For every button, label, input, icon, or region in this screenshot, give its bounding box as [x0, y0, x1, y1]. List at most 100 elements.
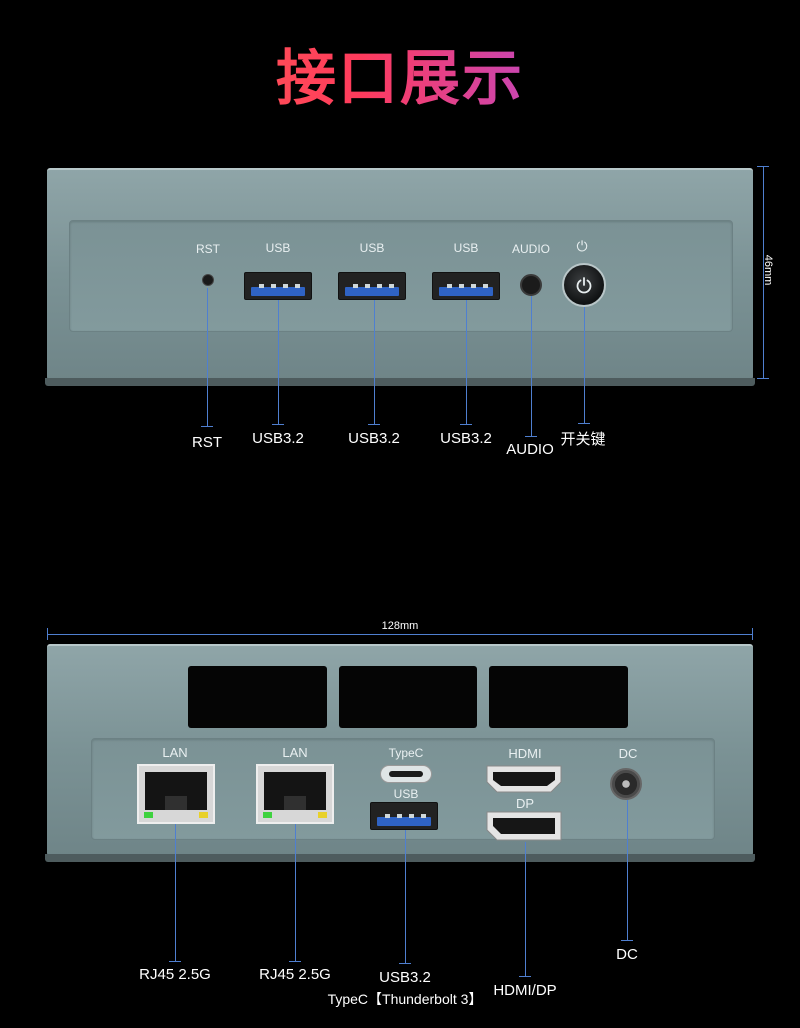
link-led-green — [144, 812, 153, 818]
callout-line-usb — [405, 830, 406, 963]
caption-usb: USB3.2 — [379, 969, 431, 986]
usb-port-1[interactable] — [244, 272, 312, 300]
rj45-clip — [284, 796, 306, 810]
typec-port[interactable] — [380, 765, 432, 783]
callout-tick-hdmi-dp — [519, 976, 531, 977]
displayport[interactable] — [485, 810, 563, 842]
usb-pin — [389, 284, 394, 288]
page-title: 接口展示 — [0, 30, 800, 117]
usb-label-2: USB — [359, 241, 385, 255]
callout-tick-usb — [399, 963, 411, 964]
callout-line-power — [584, 307, 585, 423]
usb-tongue — [345, 287, 399, 296]
usb-pin — [483, 284, 488, 288]
link-led-green — [263, 812, 272, 818]
callout-tick-usb1 — [272, 424, 284, 425]
usb-pin — [283, 284, 288, 288]
caption-rst: RST — [192, 434, 222, 451]
usb-pin — [447, 284, 452, 288]
device-base — [45, 854, 755, 862]
hdmi-port-icon — [486, 765, 562, 793]
vent-3 — [489, 666, 628, 728]
typec-slot — [389, 771, 423, 777]
vent-2 — [339, 666, 477, 728]
audio-jack[interactable] — [520, 274, 542, 296]
caption-usb1: USB3.2 — [252, 430, 304, 447]
caption-typec: TypeC【Thunderbolt 3】 — [327, 991, 483, 1007]
typec-label: TypeC — [388, 746, 424, 760]
usb-pin — [471, 284, 476, 288]
activity-led-yellow — [318, 812, 327, 818]
power-button[interactable] — [562, 263, 606, 307]
callout-line-rst — [207, 288, 208, 426]
dc-jack[interactable] — [610, 768, 642, 800]
usb-pin — [271, 284, 276, 288]
usb-pin — [259, 284, 264, 288]
usb-pin — [365, 284, 370, 288]
reset-pinhole[interactable] — [202, 274, 214, 286]
usb-pin — [295, 284, 300, 288]
rear-usb-label: USB — [393, 787, 419, 801]
rj45-clip — [165, 796, 187, 810]
height-dimension-label: 46mm — [762, 254, 774, 286]
audio-label: AUDIO — [511, 242, 550, 256]
caption-lan2: RJ45 2.5G — [259, 966, 331, 983]
hdmi-label: HDMI — [508, 746, 542, 761]
callout-line-lan1 — [175, 824, 176, 961]
rj45-port-1[interactable] — [137, 764, 215, 824]
callout-line-usb3 — [466, 300, 467, 424]
usb-pin — [409, 814, 414, 818]
callout-tick-lan2 — [289, 961, 301, 962]
hdmi-port[interactable] — [485, 764, 563, 794]
height-dimension-line — [763, 166, 764, 378]
rst-label: RST — [196, 242, 220, 256]
width-dimension-cap-right — [752, 628, 753, 640]
rear-usb-port[interactable] — [370, 802, 438, 830]
usb-label-3: USB — [453, 241, 479, 255]
callout-tick-audio — [525, 436, 537, 437]
caption-audio: AUDIO — [506, 441, 554, 458]
usb-tongue — [439, 287, 493, 296]
usb-pin — [421, 814, 426, 818]
usb-pin — [385, 814, 390, 818]
power-symbol-label: ⏻ — [576, 238, 588, 254]
lan-label-1: LAN — [162, 745, 188, 760]
displayport-icon — [486, 811, 562, 841]
usb-tongue — [251, 287, 305, 296]
caption-dc: DC — [616, 946, 638, 963]
callout-tick-power — [578, 423, 590, 424]
width-dimension-cap-left — [47, 628, 48, 640]
usb-tongue — [377, 817, 431, 826]
usb-pin — [397, 814, 402, 818]
caption-hdmi-dp: HDMI/DP — [493, 982, 557, 999]
width-dimension-line — [47, 634, 753, 635]
device-base — [45, 378, 755, 386]
callout-line-hdmi-dp — [525, 842, 526, 976]
callout-line-usb2 — [374, 300, 375, 424]
usb-pin — [459, 284, 464, 288]
callout-line-audio — [531, 296, 532, 436]
usb-pin — [377, 284, 382, 288]
height-dimension-cap-bottom — [757, 378, 769, 379]
caption-usb2: USB3.2 — [348, 430, 400, 447]
usb-port-2[interactable] — [338, 272, 406, 300]
callout-tick-usb2 — [368, 424, 380, 425]
usb-port-3[interactable] — [432, 272, 500, 300]
callout-tick-usb3 — [460, 424, 472, 425]
dc-label: DC — [618, 746, 638, 761]
caption-lan1: RJ45 2.5G — [139, 966, 211, 983]
width-dimension-label: 128mm — [381, 620, 419, 632]
usb-label-1: USB — [265, 241, 291, 255]
callout-line-dc — [627, 800, 628, 940]
activity-led-yellow — [199, 812, 208, 818]
dp-label: DP — [515, 796, 535, 811]
callout-tick-dc — [621, 940, 633, 941]
caption-usb3: USB3.2 — [440, 430, 492, 447]
rj45-port-2[interactable] — [256, 764, 334, 824]
lan-label-2: LAN — [282, 745, 308, 760]
callout-line-lan2 — [295, 824, 296, 961]
callout-tick-rst — [201, 426, 213, 427]
power-icon — [576, 277, 592, 294]
caption-power: 开关键 — [560, 431, 606, 448]
callout-line-usb1 — [278, 300, 279, 424]
